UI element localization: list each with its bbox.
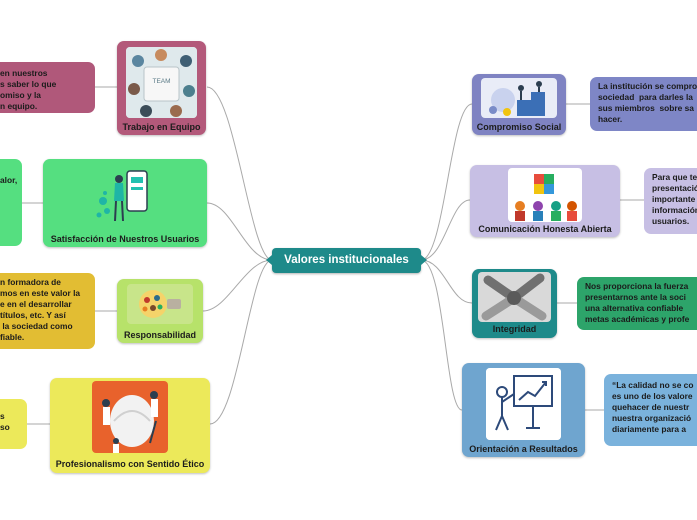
topic-label: Compromiso Social	[476, 122, 562, 132]
central-topic[interactable]: Valores institucionales	[266, 248, 427, 273]
presentation-chart-icon	[486, 368, 561, 440]
unity-hands-photo-icon	[478, 272, 551, 322]
note-comunicacion-honesta[interactable]: Para que te presentación importante info…	[644, 168, 697, 234]
topic-orientacion-resultados[interactable]: Orientación a Resultados	[462, 363, 585, 457]
link-satisfaccion	[206, 202, 273, 261]
topic-trabajo-en-equipo[interactable]: TEAM Trabajo en Equipo	[117, 41, 206, 135]
topic-satisfaccion-usuarios[interactable]: Satisfacción de Nuestros Usuarios	[43, 159, 207, 247]
link-integridad	[420, 259, 473, 304]
link-compromiso	[420, 103, 473, 261]
note-orientacion-resultados[interactable]: “La calidad no se co es uno de los valor…	[604, 374, 697, 446]
social-hands-illustration-icon	[481, 78, 557, 118]
topic-integridad[interactable]: Integridad	[472, 269, 557, 338]
mobile-user-illustration-icon	[93, 165, 157, 229]
topic-label: Satisfacción de Nuestros Usuarios	[50, 234, 200, 244]
topic-label: Responsabilidad	[123, 330, 196, 340]
topic-responsabilidad[interactable]: Responsabilidad	[117, 279, 203, 343]
central-topic-label: Valores institucionales	[284, 254, 409, 266]
note-trabajo-en-equipo[interactable]: en nuestros s saber lo que omiso y la n …	[0, 62, 95, 113]
team-photo-icon: TEAM	[126, 47, 197, 118]
note-compromiso-social[interactable]: La institución se compro sociedad para d…	[590, 77, 697, 131]
link-responsabilidad	[202, 259, 273, 312]
note-integridad[interactable]: Nos proporciona la fuerza presentarnos a…	[577, 277, 697, 330]
topic-compromiso-social[interactable]: Compromiso Social	[472, 74, 566, 135]
doctors-illustration-icon	[92, 381, 168, 453]
topic-label: Trabajo en Equipo	[122, 122, 201, 132]
link-trabajo	[206, 86, 273, 261]
note-profesionalismo-etico[interactable]: s so	[0, 399, 27, 449]
puzzle-people-illustration-icon	[508, 168, 582, 222]
note-responsabilidad[interactable]: n formadora de mos en este valor la e en…	[0, 273, 95, 349]
lightbulb-illustration-icon	[127, 284, 193, 324]
link-profesionalismo	[209, 259, 273, 425]
note-satisfaccion-usuarios[interactable]: alor,	[0, 159, 22, 246]
topic-profesionalismo-etico[interactable]: Profesionalismo con Sentido Ético	[50, 378, 210, 473]
svg-text:TEAM: TEAM	[152, 78, 170, 85]
topic-label: Comunicación Honesta Abierta	[478, 224, 612, 234]
topic-label: Profesionalismo con Sentido Ético	[55, 459, 205, 469]
topic-label: Orientación a Resultados	[469, 444, 578, 454]
topic-comunicacion-honesta[interactable]: Comunicación Honesta Abierta	[470, 165, 620, 237]
link-orientacion	[420, 259, 463, 411]
link-comunicacion	[420, 199, 471, 261]
topic-label: Integridad	[492, 324, 537, 334]
